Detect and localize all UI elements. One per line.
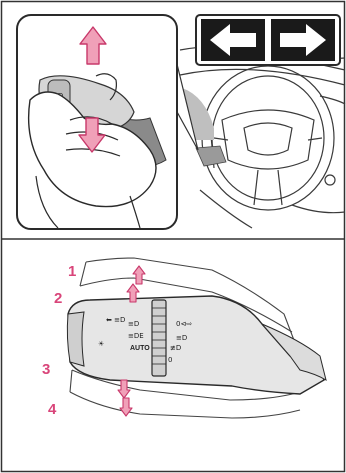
side-light-symbol: ≡DE <box>128 332 144 340</box>
down-arrow-icon-4 <box>120 398 132 416</box>
turn-signal-indicator-panel <box>196 15 340 65</box>
up-arrow-icon-1 <box>133 266 145 284</box>
lever-stalk-shade <box>196 146 226 166</box>
lever-end-cap <box>67 312 84 366</box>
top-panel: ≡D <box>17 15 345 229</box>
sun-symbol: ☀ <box>98 340 104 348</box>
parking-light-symbol: ⬅ ≡D <box>106 316 125 324</box>
position-number-4: 4 <box>48 401 57 418</box>
rear-fog-symbol: ≢D <box>170 344 181 352</box>
high-beam-symbol: ≡D <box>176 334 187 342</box>
fog-light-symbol: 0⊲⇨ <box>176 320 192 328</box>
auto-label: AUTO <box>130 345 150 352</box>
position-number-1: 1 <box>68 263 76 280</box>
light-switch-dial[interactable] <box>152 300 166 376</box>
off-symbol: 0 <box>168 356 172 364</box>
down-arrow-icon-3 <box>118 380 130 398</box>
headlight-low-symbol: ≡D <box>128 320 139 328</box>
bottom-panel: ⬅ ≡D ≡D ☀ ≡DE AUTO 0⊲⇨ ≡D ≢D 0 1 2 3 4 <box>42 258 326 418</box>
position-number-2: 2 <box>54 290 62 307</box>
position-number-3: 3 <box>42 361 50 378</box>
